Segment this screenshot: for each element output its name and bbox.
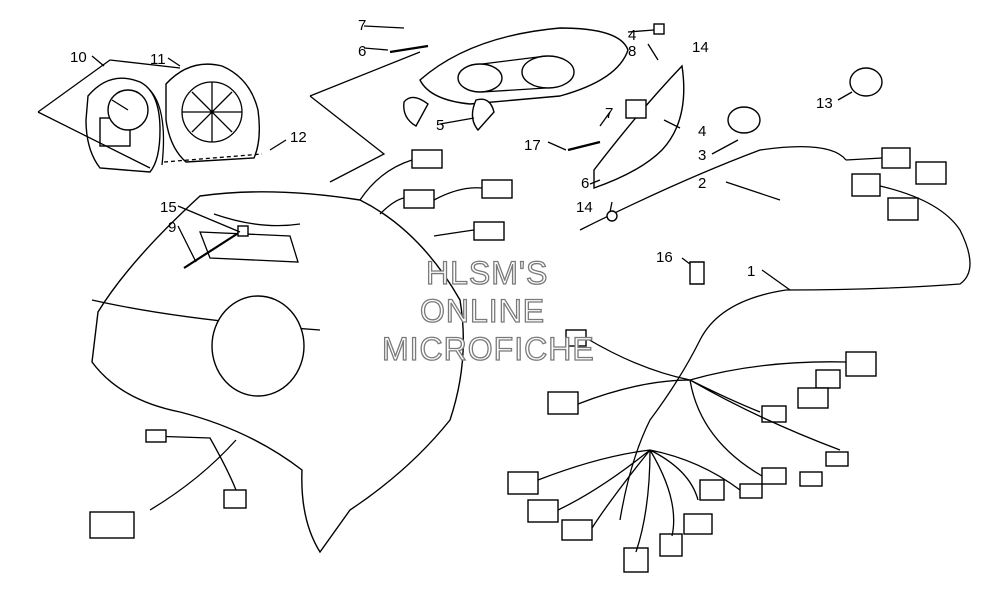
callout-4-lower: 4 [698,123,706,140]
housing-bracket-line [309,51,421,183]
front-cowl[interactable] [91,191,465,554]
callout-13: 13 [816,95,833,112]
clip-14-upper[interactable] [653,23,665,35]
spring-6-upper[interactable] [389,44,429,54]
callout-9: 9 [168,219,176,236]
mirror-housing[interactable] [593,64,685,189]
watermark-line-3: MICROFICHE [382,331,595,367]
callout-4-upper: 4 [628,27,636,44]
callout-15: 15 [160,199,177,216]
screw-9[interactable] [183,231,241,269]
cluster-bracket-line [37,59,181,169]
callout-12: 12 [290,129,307,146]
grommet-13[interactable] [849,67,883,97]
callout-16: 16 [656,249,673,266]
clip-14-lower[interactable] [606,210,618,222]
callout-10: 10 [70,49,87,66]
callout-14-lower: 14 [576,199,593,216]
connector-block-upper[interactable] [359,149,513,241]
callout-7-upper: 7 [358,17,366,34]
main-harness-connectors[interactable] [507,329,877,573]
clip-16[interactable] [689,261,705,285]
speedometer-gauge[interactable] [85,77,165,173]
spring-6-lower[interactable] [567,140,601,152]
watermark-line-2: ONLINE [420,293,545,329]
bulb-socket-left[interactable] [403,96,495,132]
callout-6-lower: 6 [581,175,589,192]
callout-8: 8 [628,43,636,60]
watermark-line-1: HLSM'S [426,255,548,291]
leader-line-12 [163,153,263,163]
callout-7-right: 7 [605,105,613,122]
harness-2[interactable] [579,146,847,231]
callout-17: 17 [524,137,541,154]
connector-lower-left[interactable] [89,429,247,539]
gauge-bezel[interactable] [165,63,261,163]
callout-5: 5 [436,117,444,134]
callout-11: 11 [150,51,166,68]
callout-14-upper: 14 [692,39,709,56]
nut-15[interactable] [237,225,249,237]
connector-cluster-right[interactable] [785,147,971,291]
callout-6-upper: 6 [358,43,366,60]
callout-1: 1 [747,263,755,280]
headlight-housing[interactable] [419,27,629,105]
grommet-3[interactable] [727,106,761,134]
leader-lines [91,25,853,291]
callout-3: 3 [698,147,706,164]
harness-lower-left[interactable] [149,435,237,511]
callout-2: 2 [698,175,706,192]
